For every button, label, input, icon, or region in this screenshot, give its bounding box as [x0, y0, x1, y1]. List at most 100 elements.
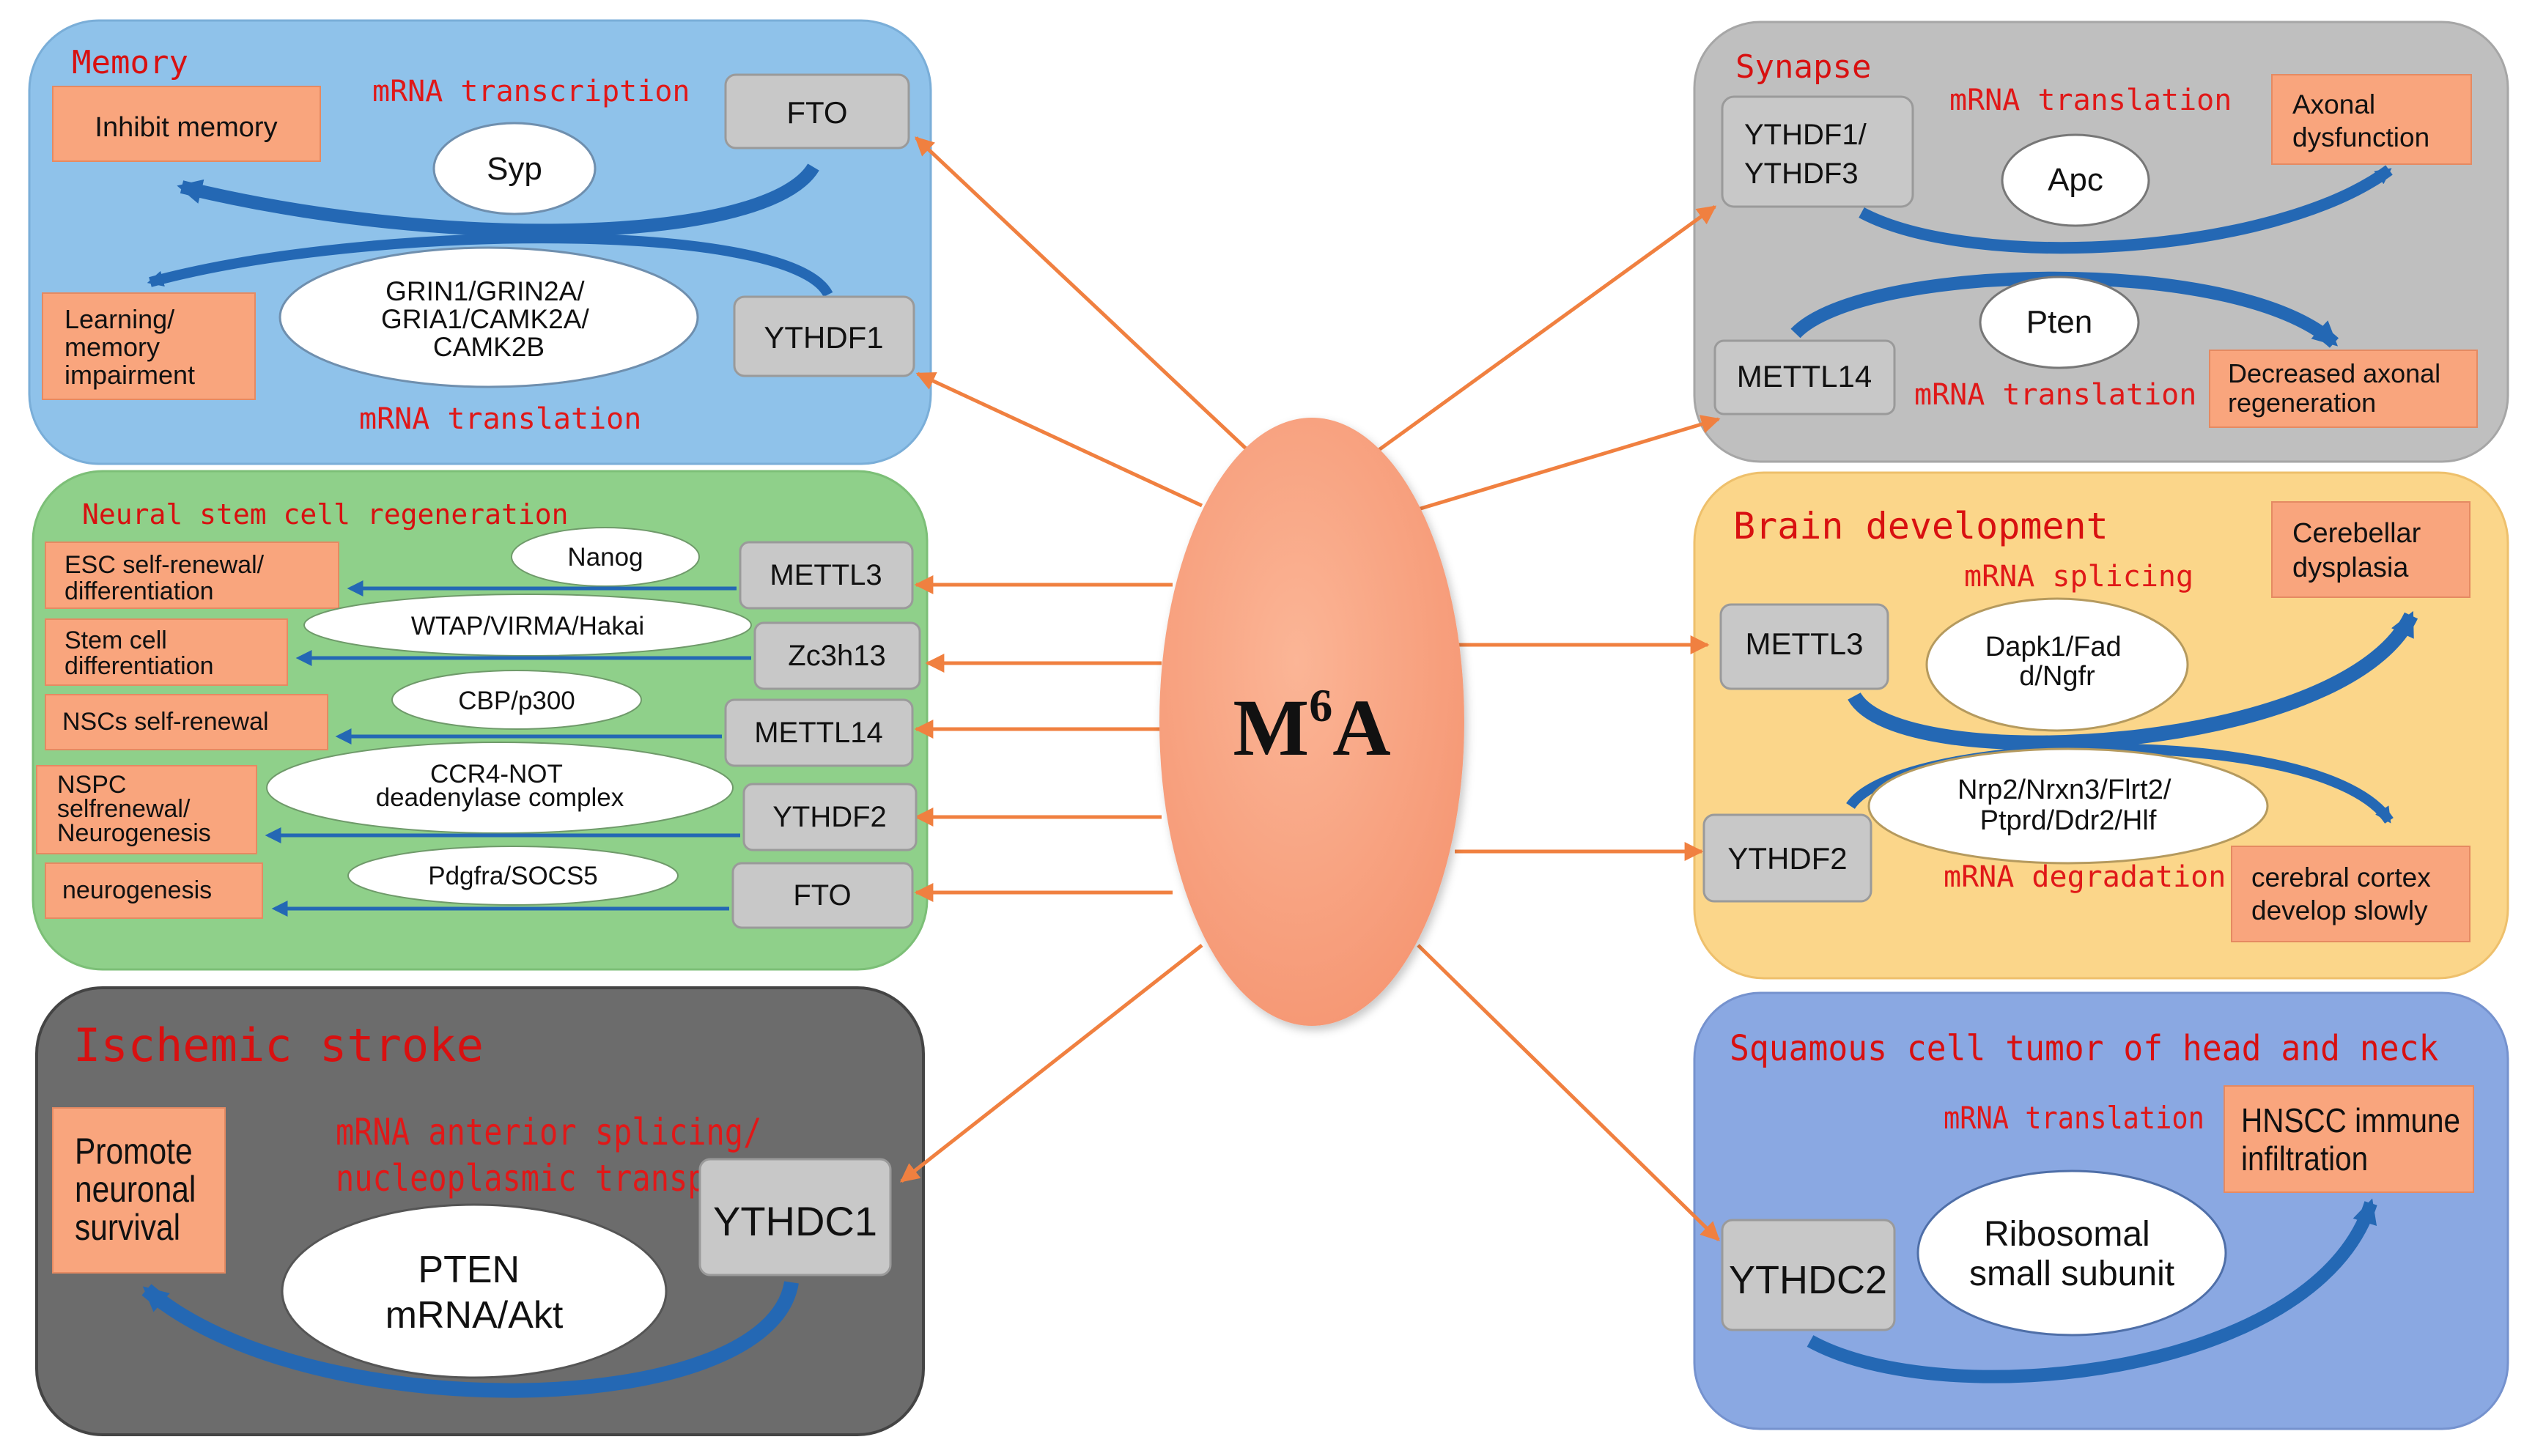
neural-title: Neural stem cell regeneration	[82, 498, 568, 531]
mettl14-synapse-label: METTL14	[1737, 359, 1872, 393]
inhibit-memory-label: Inhibit memory	[95, 112, 277, 143]
neural-gene-box-5	[731, 862, 914, 929]
center-oval	[1159, 418, 1464, 1026]
learning-impairment-box	[42, 292, 256, 400]
stroke-process-label: mRNA anterior splicing/ nucleoplasmic tr…	[336, 1110, 781, 1199]
synapse-title: Synapse	[1735, 48, 1871, 86]
nrp-oval	[1867, 747, 2269, 865]
neural-outcome-label-3: NSCs self-renewal	[62, 708, 269, 736]
brain-splicing-label: mRNA splicing	[1964, 560, 2193, 594]
connector-hnscc	[1417, 944, 1720, 1241]
cerebellar-dysplasia-box	[2271, 501, 2471, 598]
memory-content: Memory Inhibit memory mRNA transcription…	[42, 44, 915, 436]
neural-mediator-label-4: CCR4-NOT deadenylase complex	[376, 760, 624, 812]
neural-mediator-label-2: WTAP/VIRMA/Hakai	[411, 612, 644, 640]
brain-upper-arrow	[1848, 610, 2418, 750]
fto-memory-label: FTO	[786, 95, 847, 130]
neural-outcome-box-2	[45, 618, 288, 686]
neural-mediator-oval-1	[511, 527, 700, 587]
connector-fto-memory	[915, 136, 1247, 450]
brain-title: Brain development	[1733, 505, 2108, 547]
inhibit-memory-box	[52, 86, 321, 162]
ythdc2-label: YTHDC2	[1729, 1258, 1887, 1302]
neural-gene-box-4	[742, 783, 918, 851]
decreased-regeneration-label: Decreased axonal regeneration	[2228, 358, 2448, 418]
neural-gene-label-5: FTO	[793, 879, 851, 912]
stroke-title: Ischemic stroke	[73, 1019, 484, 1072]
ythdc1-box	[698, 1158, 892, 1276]
grin-oval	[278, 246, 699, 388]
neural-gene-label-2: Zc3h13	[788, 640, 885, 672]
ythdf1-ythdf3-label: YTHDF1/ YTHDF3	[1744, 119, 1875, 190]
neural-mediator-label-5: Pdgfra/SOCS5	[428, 862, 598, 890]
stroke-content: Ischemic stroke Promote neuronal surviva…	[52, 1019, 892, 1398]
neural-gene-box-3	[724, 698, 914, 767]
grin-label: GRIN1/GRIN2A/ GRIA1/CAMK2A/ CAMK2B	[381, 276, 597, 362]
neural-outcome-box-5	[45, 862, 263, 919]
dapk-oval	[1925, 597, 2189, 732]
center-label: M6A	[1233, 679, 1390, 772]
syp-oval	[432, 122, 597, 215]
connector-synapse-bottom	[1417, 415, 1721, 511]
neural-content: Neural stem cell regeneration ESC self-r…	[36, 498, 921, 929]
cortex-label: cerebral cortex develop slowly	[2251, 862, 2438, 925]
ythdf1-memory-label: YTHDF1	[764, 320, 883, 355]
ythdf1-ythdf3-box	[1721, 95, 1914, 208]
neural-outcome-label-2: Stem cell differentiation	[64, 627, 214, 680]
pten-synapse-oval	[1979, 276, 2140, 369]
synapse-translation-bottom-label: mRNA translation	[1914, 378, 2196, 412]
neural-mediator-oval-4	[266, 742, 734, 834]
memory-upper-arrow	[177, 163, 819, 237]
dapk-label: Dapk1/Fad d/Ngfr	[1985, 632, 2129, 692]
hnscc-translation-label: mRNA translation	[1944, 1101, 2204, 1137]
connector-ythdf1-memory	[915, 372, 1203, 508]
neural-outcome-label-1: ESC self-renewal/ differentiation	[64, 551, 271, 605]
decreased-regeneration-box	[2209, 350, 2478, 428]
apc-oval	[2001, 133, 2150, 227]
synapse-content: Synapse YTHDF1/ YTHDF3 mRNA translation …	[1713, 48, 2478, 428]
neural-gene-box-2	[753, 621, 921, 690]
cerebellar-dysplasia-label: Cerebellar dysplasia	[2292, 518, 2429, 583]
ythdc2-box	[1721, 1219, 1896, 1331]
promote-survival-box	[52, 1107, 226, 1274]
hnscc-immune-box	[2224, 1085, 2474, 1193]
brain-degradation-label: mRNA degradation	[1944, 860, 2226, 894]
connector-ythdc1-stroke	[899, 944, 1203, 1183]
axonal-dysfunction-box	[2271, 74, 2472, 165]
syp-label: Syp	[487, 151, 542, 187]
axonal-dysfunction-label: Axonal dysfunction	[2292, 89, 2429, 152]
learning-impairment-label: Learning/ memory impairment	[64, 304, 195, 390]
neural-gene-label-1: METTL3	[770, 559, 882, 591]
brain-content: Brain development Cerebellar dysplasia m…	[1702, 501, 2471, 942]
cortex-box	[2231, 846, 2471, 942]
neural-mediator-label-3: CBP/p300	[458, 687, 575, 715]
pten-akt-label: PTEN mRNA/Akt	[385, 1249, 564, 1337]
mettl3-brain-label: METTL3	[1745, 627, 1863, 661]
center-node: M6A	[1159, 418, 1464, 1026]
stroke-flow-arrow	[141, 1281, 799, 1398]
hnscc-immune-label: HNSCC immune infiltration	[2241, 1103, 2468, 1178]
fto-memory-box	[724, 73, 910, 149]
neural-outcome-box-3	[45, 694, 328, 750]
memory-lower-arrow	[147, 233, 833, 298]
ythdc1-label: YTHDC1	[713, 1198, 877, 1244]
mettl3-brain-box	[1719, 603, 1889, 690]
ribosomal-oval	[1916, 1169, 2227, 1337]
hnscc-flow-arrow	[1807, 1198, 2377, 1383]
synapse-upper-arrow	[1859, 165, 2393, 254]
neural-outcome-box-1	[45, 542, 339, 609]
neural-outcome-label-5: neurogenesis	[62, 876, 212, 904]
neural-mediator-label-1: Nanog	[567, 543, 643, 572]
hnscc-title: Squamous cell tumor of head and neck	[1730, 1027, 2438, 1068]
memory-title: Memory	[72, 44, 188, 81]
hnscc-content: Squamous cell tumor of head and neck mRN…	[1721, 1027, 2474, 1383]
pten-akt-oval	[281, 1203, 668, 1379]
ythdf2-brain-label: YTHDF2	[1727, 841, 1847, 876]
neural-mediator-oval-5	[347, 846, 679, 906]
connectors	[899, 136, 1721, 1241]
neural-mediator-oval-2	[303, 594, 752, 657]
pten-synapse-label: Pten	[2026, 304, 2093, 340]
neural-outcome-label-4: NSPC selfrenewal/ Neurogenesis	[57, 771, 211, 847]
